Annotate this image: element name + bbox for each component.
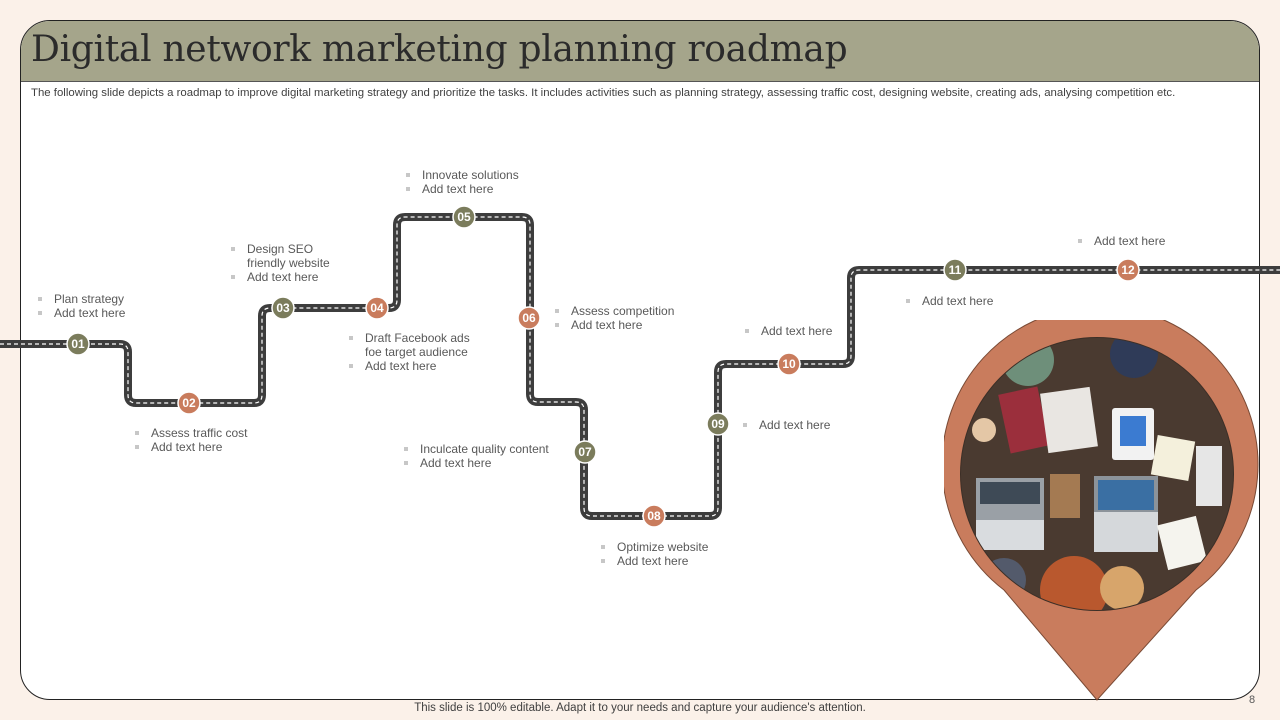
milestone-circle [452, 205, 476, 229]
milestone-circle [66, 332, 90, 356]
milestone-label-10: Add text here [743, 324, 832, 338]
team-meeting-photo-icon [961, 338, 1233, 610]
milestone-circle [642, 504, 666, 528]
milestone-label-line: friendly website [247, 256, 330, 270]
milestone-label-line: Add text here [743, 324, 832, 338]
milestone-label-line: Add text here [599, 554, 708, 568]
footer-note: This slide is 100% editable. Adapt it to… [414, 702, 866, 714]
milestone-label-line: Design SEO [229, 242, 330, 256]
milestone-number: 10 [782, 357, 796, 371]
milestone-number: 09 [711, 417, 725, 431]
milestone-label-line: Add text here [36, 306, 125, 320]
milestone-circle [177, 391, 201, 415]
milestone-label-line: Assess traffic cost [133, 426, 247, 440]
milestone-label-line: Add text here [402, 456, 549, 470]
milestone-label-line: Inculcate quality content [402, 442, 549, 456]
milestone-label-line: Optimize website [599, 540, 708, 554]
milestone-label-11: Add text here [904, 294, 993, 308]
milestone-number: 05 [457, 210, 471, 224]
milestone-label-line: Add text here [741, 418, 830, 432]
milestone-circle [365, 296, 389, 320]
page-title: Digital network marketing planning roadm… [31, 29, 848, 70]
milestone-marker-11: 11 [943, 258, 967, 282]
milestone-marker-12: 12 [1116, 258, 1140, 282]
milestone-label-line: Add text here [133, 440, 247, 454]
milestone-label-line: Plan strategy [36, 292, 125, 306]
milestone-label-09: Add text here [741, 418, 830, 432]
milestone-label-line: Assess competition [553, 304, 674, 318]
milestone-circle [777, 352, 801, 376]
milestone-label-line: Innovate solutions [404, 168, 519, 182]
milestone-marker-03: 03 [271, 296, 295, 320]
milestone-label-line: foe target audience [365, 345, 468, 359]
milestone-number: 08 [647, 509, 661, 523]
milestone-number: 03 [276, 301, 290, 315]
slide-description: The following slide depicts a roadmap to… [31, 87, 1176, 99]
milestone-number: 12 [1121, 263, 1135, 277]
milestone-marker-05: 05 [452, 205, 476, 229]
milestone-label-line: Add text here [904, 294, 993, 308]
milestone-label-line: Add text here [229, 270, 330, 284]
milestone-marker-06: 06 [517, 306, 541, 330]
milestone-circle [706, 412, 730, 436]
milestone-label-line: Draft Facebook ads [347, 331, 470, 345]
milestone-label-line: Add text here [404, 182, 519, 196]
milestone-number: 11 [949, 263, 962, 277]
milestone-number: 04 [370, 301, 384, 315]
milestone-circle [271, 296, 295, 320]
milestone-marker-01: 01 [66, 332, 90, 356]
location-pin-photo [944, 320, 1259, 701]
milestone-marker-02: 02 [177, 391, 201, 415]
road-lane-marking [0, 216, 1280, 517]
milestone-circle [573, 440, 597, 464]
milestone-label-12: Add text here [1076, 234, 1165, 248]
milestone-label-line: Add text here [553, 318, 674, 332]
title-bar: Digital network marketing planning roadm… [21, 21, 1259, 82]
milestone-label-line: Add text here [347, 359, 470, 373]
milestone-marker-10: 10 [777, 352, 801, 376]
milestone-number: 02 [182, 396, 196, 410]
milestone-number: 01 [71, 337, 85, 351]
milestone-number: 07 [578, 445, 592, 459]
milestone-circle [517, 306, 541, 330]
milestone-marker-08: 08 [642, 504, 666, 528]
milestone-circle [1116, 258, 1140, 282]
milestone-number: 06 [522, 311, 536, 325]
milestone-marker-04: 04 [365, 296, 389, 320]
milestone-marker-09: 09 [706, 412, 730, 436]
milestone-circle [943, 258, 967, 282]
milestone-label-line: Add text here [1076, 234, 1165, 248]
milestone-marker-07: 07 [573, 440, 597, 464]
page-number: 8 [1249, 694, 1256, 706]
